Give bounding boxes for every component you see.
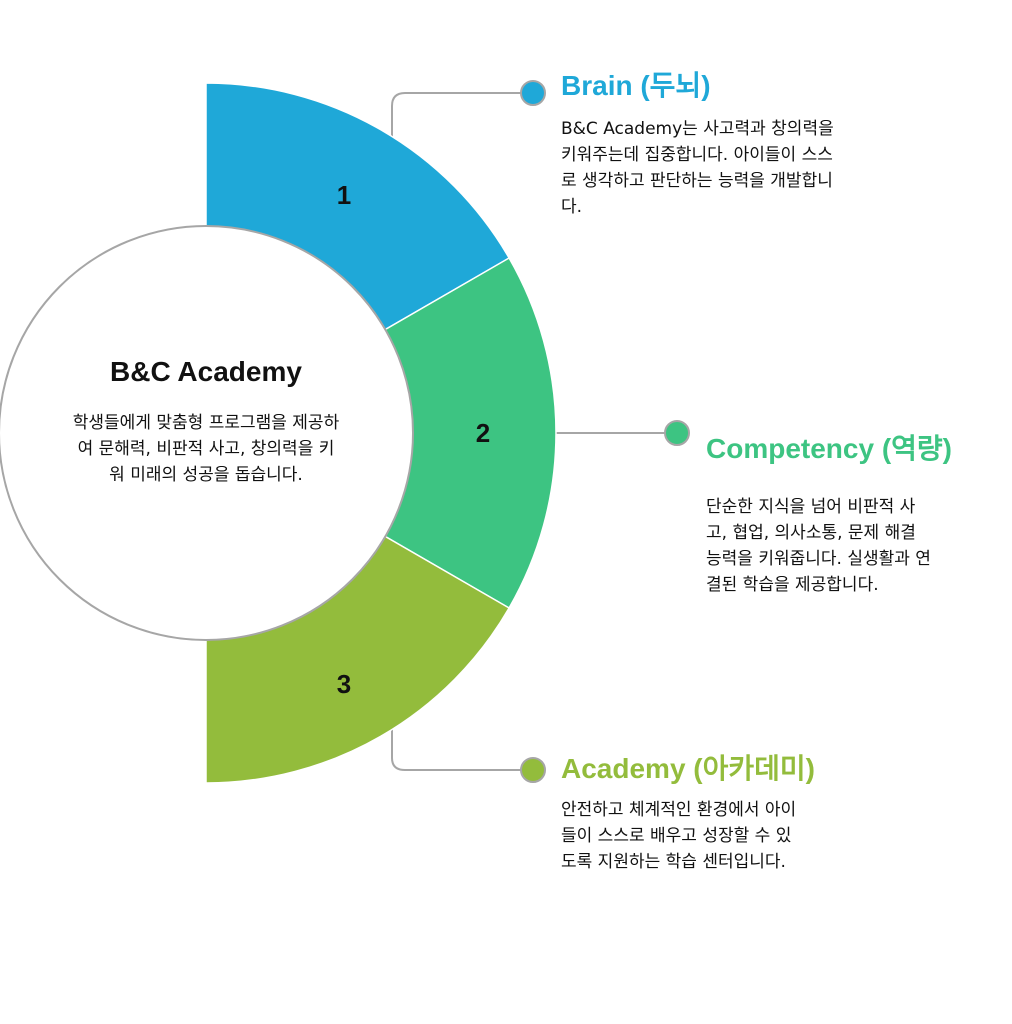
- connector-dot-2: [664, 420, 690, 446]
- connector-dot-3: [520, 757, 546, 783]
- center-title: B&C Academy: [110, 356, 302, 387]
- brain-description: B&C Academy는 사고력과 창의력을 키워주는데 집중합니다. 아이들이…: [561, 119, 834, 217]
- brain-title: Brain (두뇌): [561, 70, 711, 101]
- academy-title: Academy (아카데미): [561, 753, 815, 784]
- academy-description: 안전하고 체계적인 환경에서 아이들이 스스로 배우고 성장할 수 있도록 지원…: [561, 800, 797, 872]
- center-content: B&C Academy 학생들에게 맞춤형 프로그램을 제공하여 문해력, 비판…: [60, 356, 352, 488]
- competency-description: 단순한 지식을 넘어 비판적 사고, 협업, 의사소통, 문제 해결 능력을 키…: [706, 497, 931, 595]
- segment-number-3: 3: [337, 669, 351, 699]
- center-description: 학생들에게 맞춤형 프로그램을 제공하여 문해력, 비판적 사고, 창의력을 키…: [72, 413, 340, 485]
- connector-line-1: [391, 92, 522, 140]
- competency-title: Competency (역량): [706, 433, 952, 464]
- segment-number-1: 1: [337, 180, 351, 210]
- connector-line-3: [391, 728, 522, 771]
- center-circle: [0, 225, 414, 641]
- connector-dot-1: [520, 80, 546, 106]
- segment-number-2: 2: [476, 418, 490, 448]
